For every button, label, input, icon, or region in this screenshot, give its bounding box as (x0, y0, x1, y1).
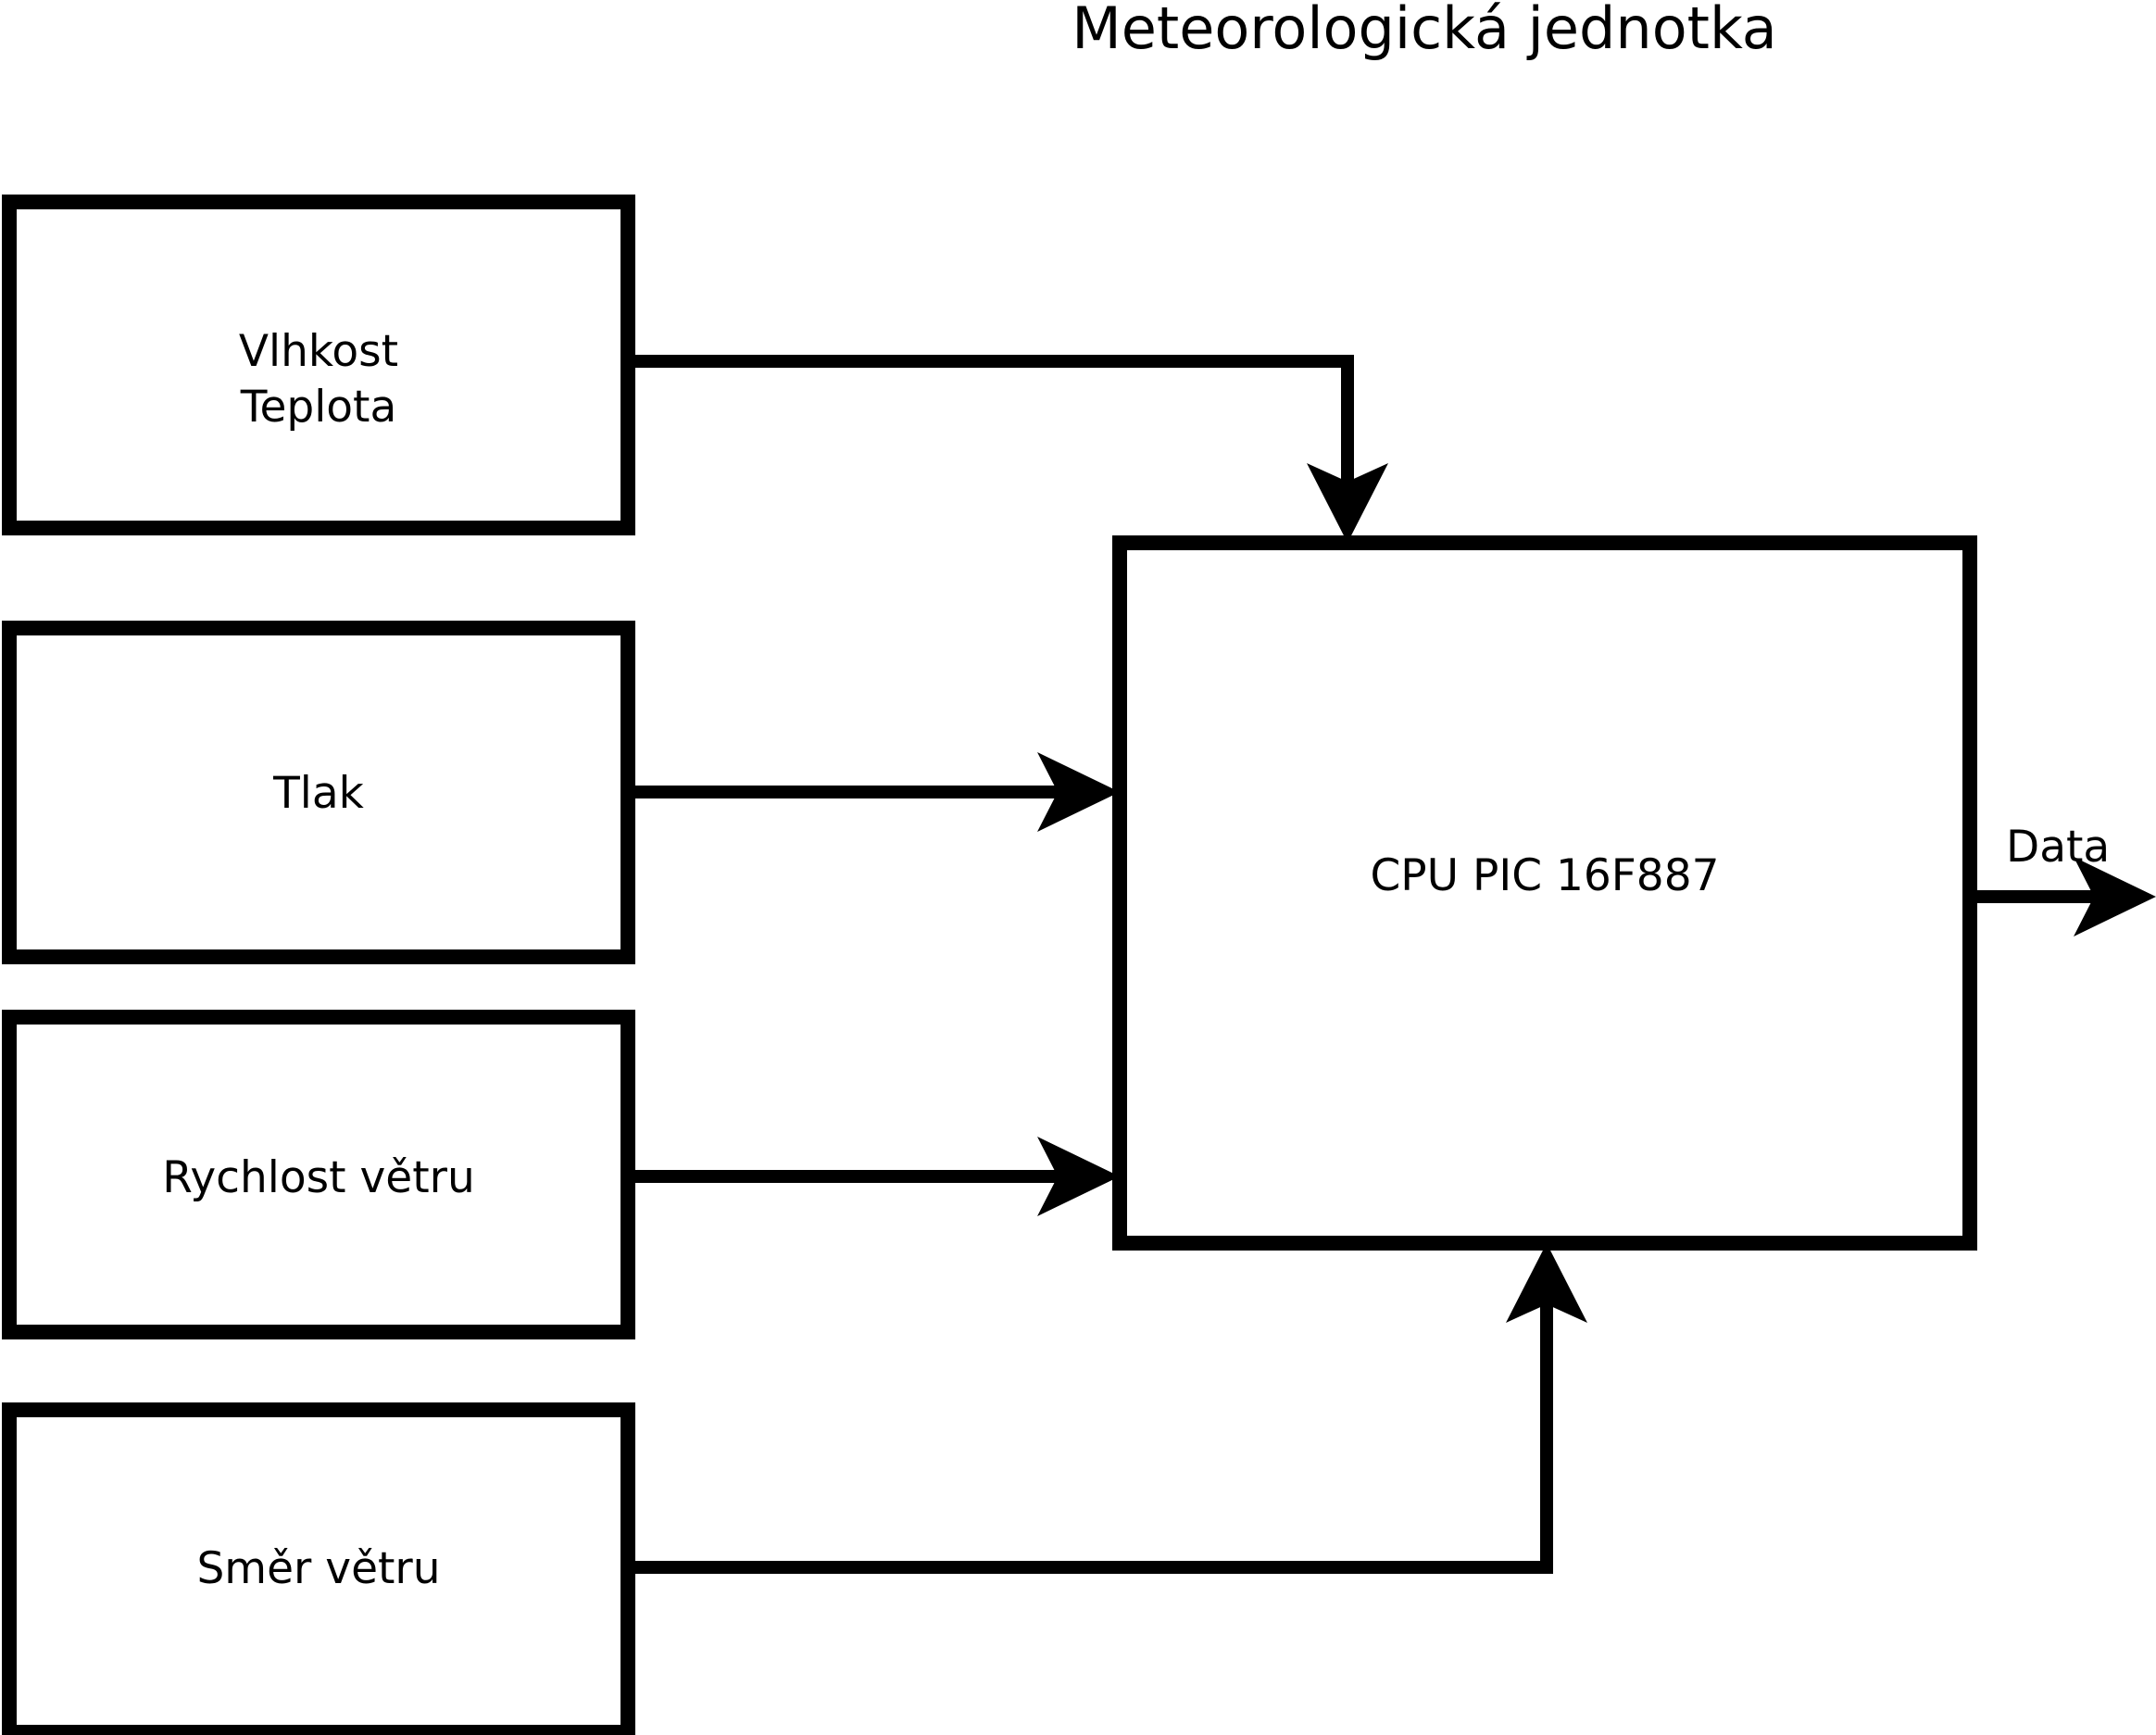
edge-pressure-to-cpu (628, 752, 1120, 832)
arrowhead-right-icon (2074, 857, 2156, 937)
block-wind-speed-label: Rychlost větru (162, 1152, 474, 1203)
edge-label-data-output: Data (2006, 822, 2110, 873)
block-humidity-temperature-label-line1: Vlhkost (239, 326, 398, 377)
arrowhead-down-icon (1307, 463, 1388, 543)
edge-cpu-to-data-output: Data (1970, 822, 2156, 937)
block-cpu-label: CPU PIC 16F887 (1370, 850, 1719, 901)
edge-wind-direction-to-cpu (628, 1243, 1587, 1574)
edge-humidity-temperature-to-cpu (628, 355, 1388, 543)
arrowhead-up-icon (1506, 1243, 1587, 1323)
edge-wind-speed-to-cpu (628, 1137, 1120, 1216)
block-cpu[interactable] (1112, 535, 1977, 1251)
arrowhead-right-icon (1037, 752, 1120, 832)
page-title: Meteorologická jednotka (1072, 0, 1777, 62)
arrowhead-right-icon (1037, 1137, 1120, 1216)
block-pressure-label: Tlak (272, 768, 365, 819)
block-wind-direction-label: Směr větru (196, 1543, 440, 1594)
block-humidity-temperature[interactable] (2, 195, 635, 535)
block-wind-speed[interactable] (2, 1010, 635, 1339)
block-humidity-temperature-label-line2: Teplota (240, 382, 397, 433)
block-pressure[interactable] (2, 621, 635, 964)
